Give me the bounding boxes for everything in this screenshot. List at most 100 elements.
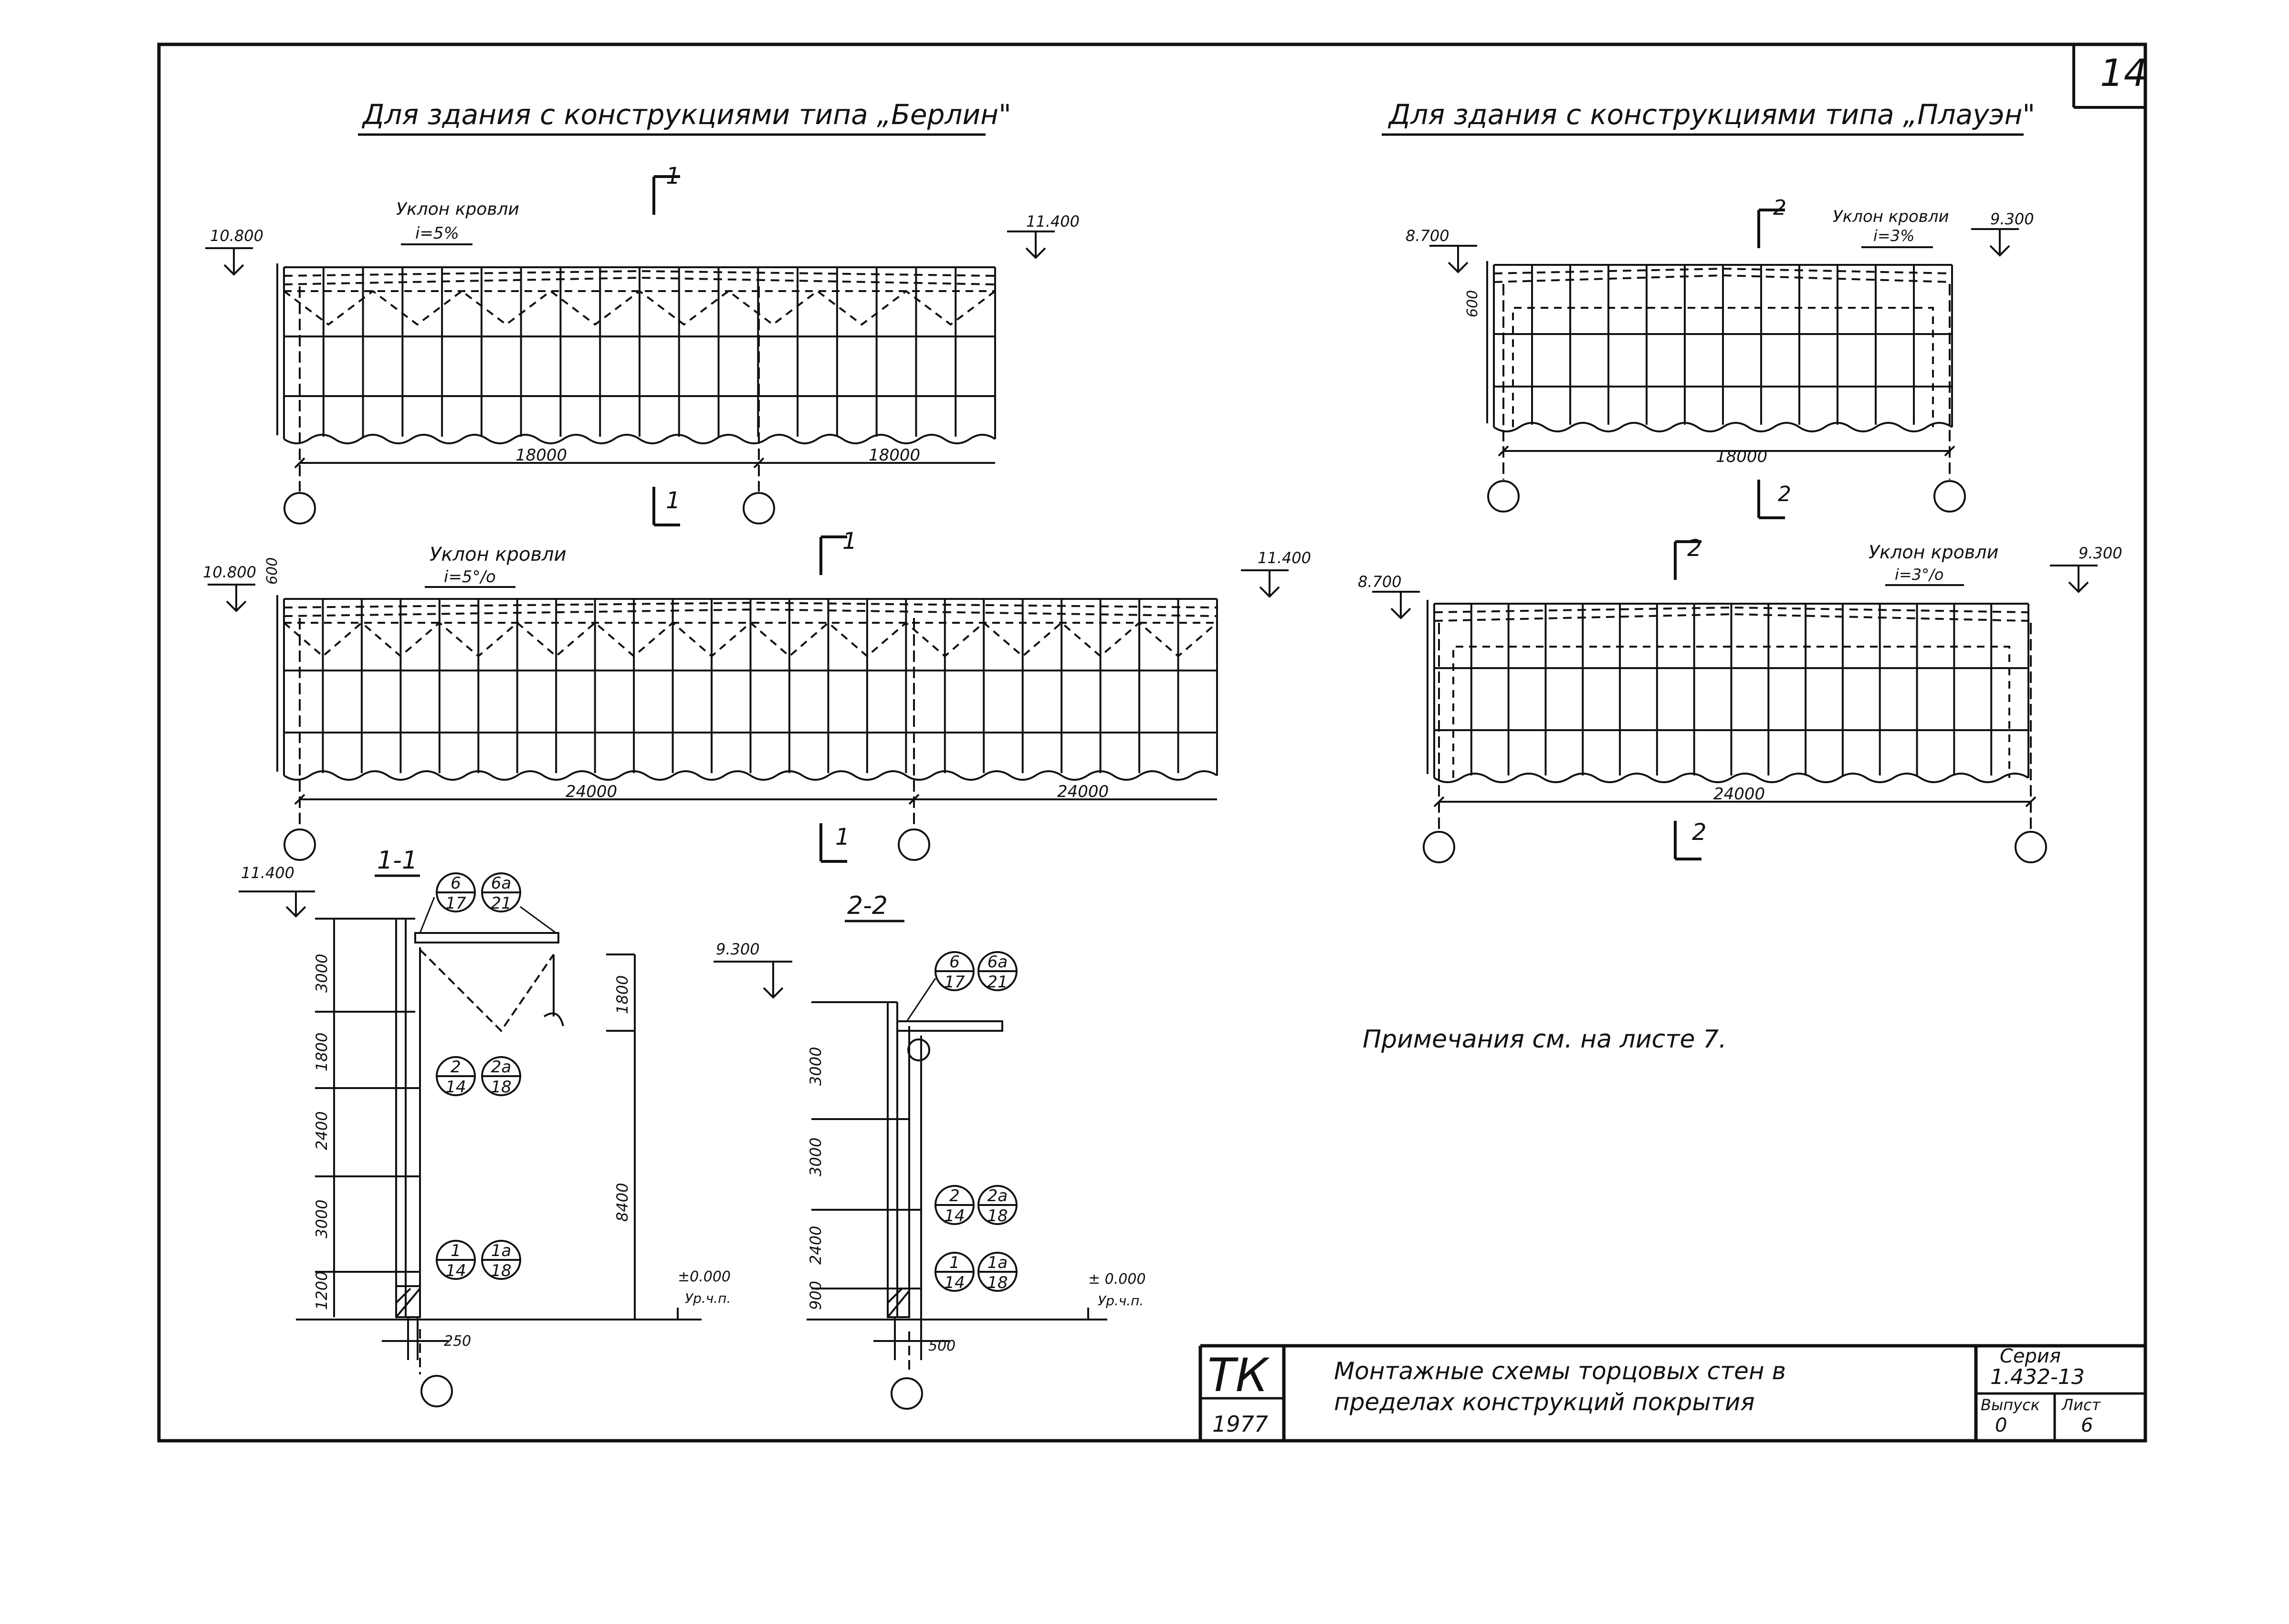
elevation-berlin-18: Уклон кровли i=5% 10.800 11.400 18000 18… — [205, 163, 1080, 526]
elevation-marker — [2050, 565, 2098, 593]
description-line-2: пределах конструкций покрытия — [1334, 1388, 1755, 1416]
elevation-marker — [1971, 228, 2019, 257]
elevation-marker — [1429, 245, 1477, 273]
node-callout-bottom: 18 — [987, 1206, 1008, 1226]
elevation-zero-sub: Ур.ч.п. — [685, 1290, 731, 1306]
dimension-tick — [753, 457, 765, 469]
section-flag — [652, 487, 680, 526]
section-mark-top: 1 — [842, 528, 857, 555]
node-callout-top: 6 — [451, 874, 461, 893]
roof-slope-label: Уклон кровли — [1833, 207, 1949, 226]
elevation-zero: ± 0.000 — [1088, 1271, 1146, 1288]
truss-break — [543, 954, 564, 1027]
axis-circle — [891, 1377, 923, 1410]
node-callout-top: 1а — [491, 1241, 511, 1260]
elevation-zero-sub: Ур.ч.п. — [1098, 1293, 1144, 1309]
dim-left: 3000 — [807, 1138, 825, 1176]
node-callout-top: 1 — [949, 1253, 960, 1272]
truss-dashed — [283, 621, 1218, 658]
roof-dashed — [284, 270, 996, 277]
elevation-berlin-24-frame — [208, 535, 1289, 863]
elevation-marker — [714, 961, 792, 999]
elevation-berlin-18-frame — [205, 175, 1055, 526]
node-callouts: 6176а212142а181141а186176а212142а181141а… — [419, 872, 1018, 1292]
elevation-plauen-18: Уклон кровли i=3% 8.700 600 9.300 18000 … — [1406, 196, 2034, 519]
section-mark-top: 1 — [666, 163, 681, 189]
section-mark-top: 2 — [1773, 196, 1786, 220]
roof-slope-label: Уклон кровли — [396, 199, 519, 219]
node-callout-bottom: 14 — [445, 1078, 466, 1097]
section-2-2-geometry — [807, 1001, 1107, 1410]
elevation-top: 11.400 — [241, 864, 294, 882]
elevation-marker — [239, 891, 315, 918]
roof-dashed — [1493, 274, 1953, 283]
series-value: 1.432-13 — [1990, 1365, 2085, 1389]
wall-section — [333, 919, 421, 1317]
axis-circle — [284, 492, 316, 524]
truss-dashed — [419, 949, 555, 1033]
section-flag — [1757, 209, 1785, 248]
section-title: 2-2 — [847, 891, 888, 920]
node-callout-bottom: 18 — [987, 1273, 1008, 1292]
elevation-plauen-18-frame — [1429, 209, 2019, 519]
break-line — [283, 434, 996, 444]
section-flag — [1674, 540, 1701, 580]
elevation-right: 9.300 — [2079, 544, 2122, 562]
elevation-left: 8.700 — [1406, 227, 1449, 245]
section-flag — [652, 175, 680, 215]
node-callout-top: 2 — [451, 1058, 461, 1077]
note: Примечания см. на листе 7. — [1363, 1025, 1727, 1054]
dimension-tick — [294, 794, 305, 805]
dimension-tick — [1498, 445, 1509, 457]
leader-line — [906, 978, 936, 1022]
level-lines — [807, 1001, 1083, 1320]
foundation-hatch — [395, 1288, 421, 1318]
section-mark-bottom: 2 — [1778, 482, 1791, 506]
dim-bottom: 500 — [928, 1338, 956, 1354]
node-callout-bottom: 17 — [944, 973, 965, 992]
dimension-bottom — [382, 1317, 449, 1360]
roof-dashed — [284, 601, 1218, 608]
elevation-plauen-24-frame — [1372, 540, 2098, 863]
axis-circle — [1423, 831, 1455, 863]
break-line — [1433, 773, 2029, 783]
node-callout-top: 6 — [949, 953, 960, 972]
elevation-plauen-24: Уклон кровли i=3°/o 8.700 9.300 24000 2 … — [1358, 535, 2122, 863]
series-label: Серия — [2000, 1345, 2061, 1367]
dimension-bottom — [873, 1317, 950, 1360]
level-lines — [296, 918, 649, 1320]
dim-left: 1800 — [313, 1033, 331, 1071]
girder-dashed — [1452, 646, 2010, 778]
section-flag — [1674, 821, 1701, 860]
node-callout-top: 6а — [987, 953, 1008, 972]
dim-right-total: 8400 — [613, 1183, 631, 1222]
axis-circle — [420, 1375, 453, 1407]
description-line-1: Монтажные схемы торцовых стен в — [1334, 1357, 1786, 1385]
span-right: 24000 — [1057, 782, 1109, 801]
section-mark-bottom: 1 — [835, 824, 850, 850]
page-number: 14 — [2100, 52, 2147, 95]
node-callout-top: 2 — [949, 1186, 960, 1205]
roof-slope-value: i=3°/o — [1895, 566, 1943, 584]
dim-right-top: 1800 — [613, 975, 631, 1014]
span-left: 24000 — [566, 782, 617, 801]
issue-value: 0 — [1995, 1414, 2007, 1436]
dim-left: 900 — [807, 1281, 825, 1310]
node-callout-bottom: 14 — [944, 1273, 965, 1292]
section-flag — [1757, 480, 1785, 519]
node-callout-bottom: 18 — [491, 1261, 511, 1280]
roof-slope-value: i=5°/o — [444, 567, 496, 587]
elevation-marker — [205, 247, 253, 276]
foundation-hatch — [887, 1288, 910, 1318]
node-callout-bottom: 21 — [491, 894, 511, 913]
section-flag — [819, 823, 847, 863]
issue-label: Выпуск — [1981, 1396, 2040, 1414]
dim-left: 3000 — [313, 954, 331, 993]
break-line — [1493, 422, 1953, 432]
leader-line — [419, 897, 556, 934]
node-callout-bottom: 17 — [445, 894, 466, 913]
roof-dashed — [284, 276, 996, 285]
title-block: ТК 1977 Монтажные схемы торцовых стен в … — [1198, 1344, 2145, 1441]
node-callout-bottom: 14 — [944, 1206, 965, 1226]
elevation-marker — [1372, 591, 1420, 619]
